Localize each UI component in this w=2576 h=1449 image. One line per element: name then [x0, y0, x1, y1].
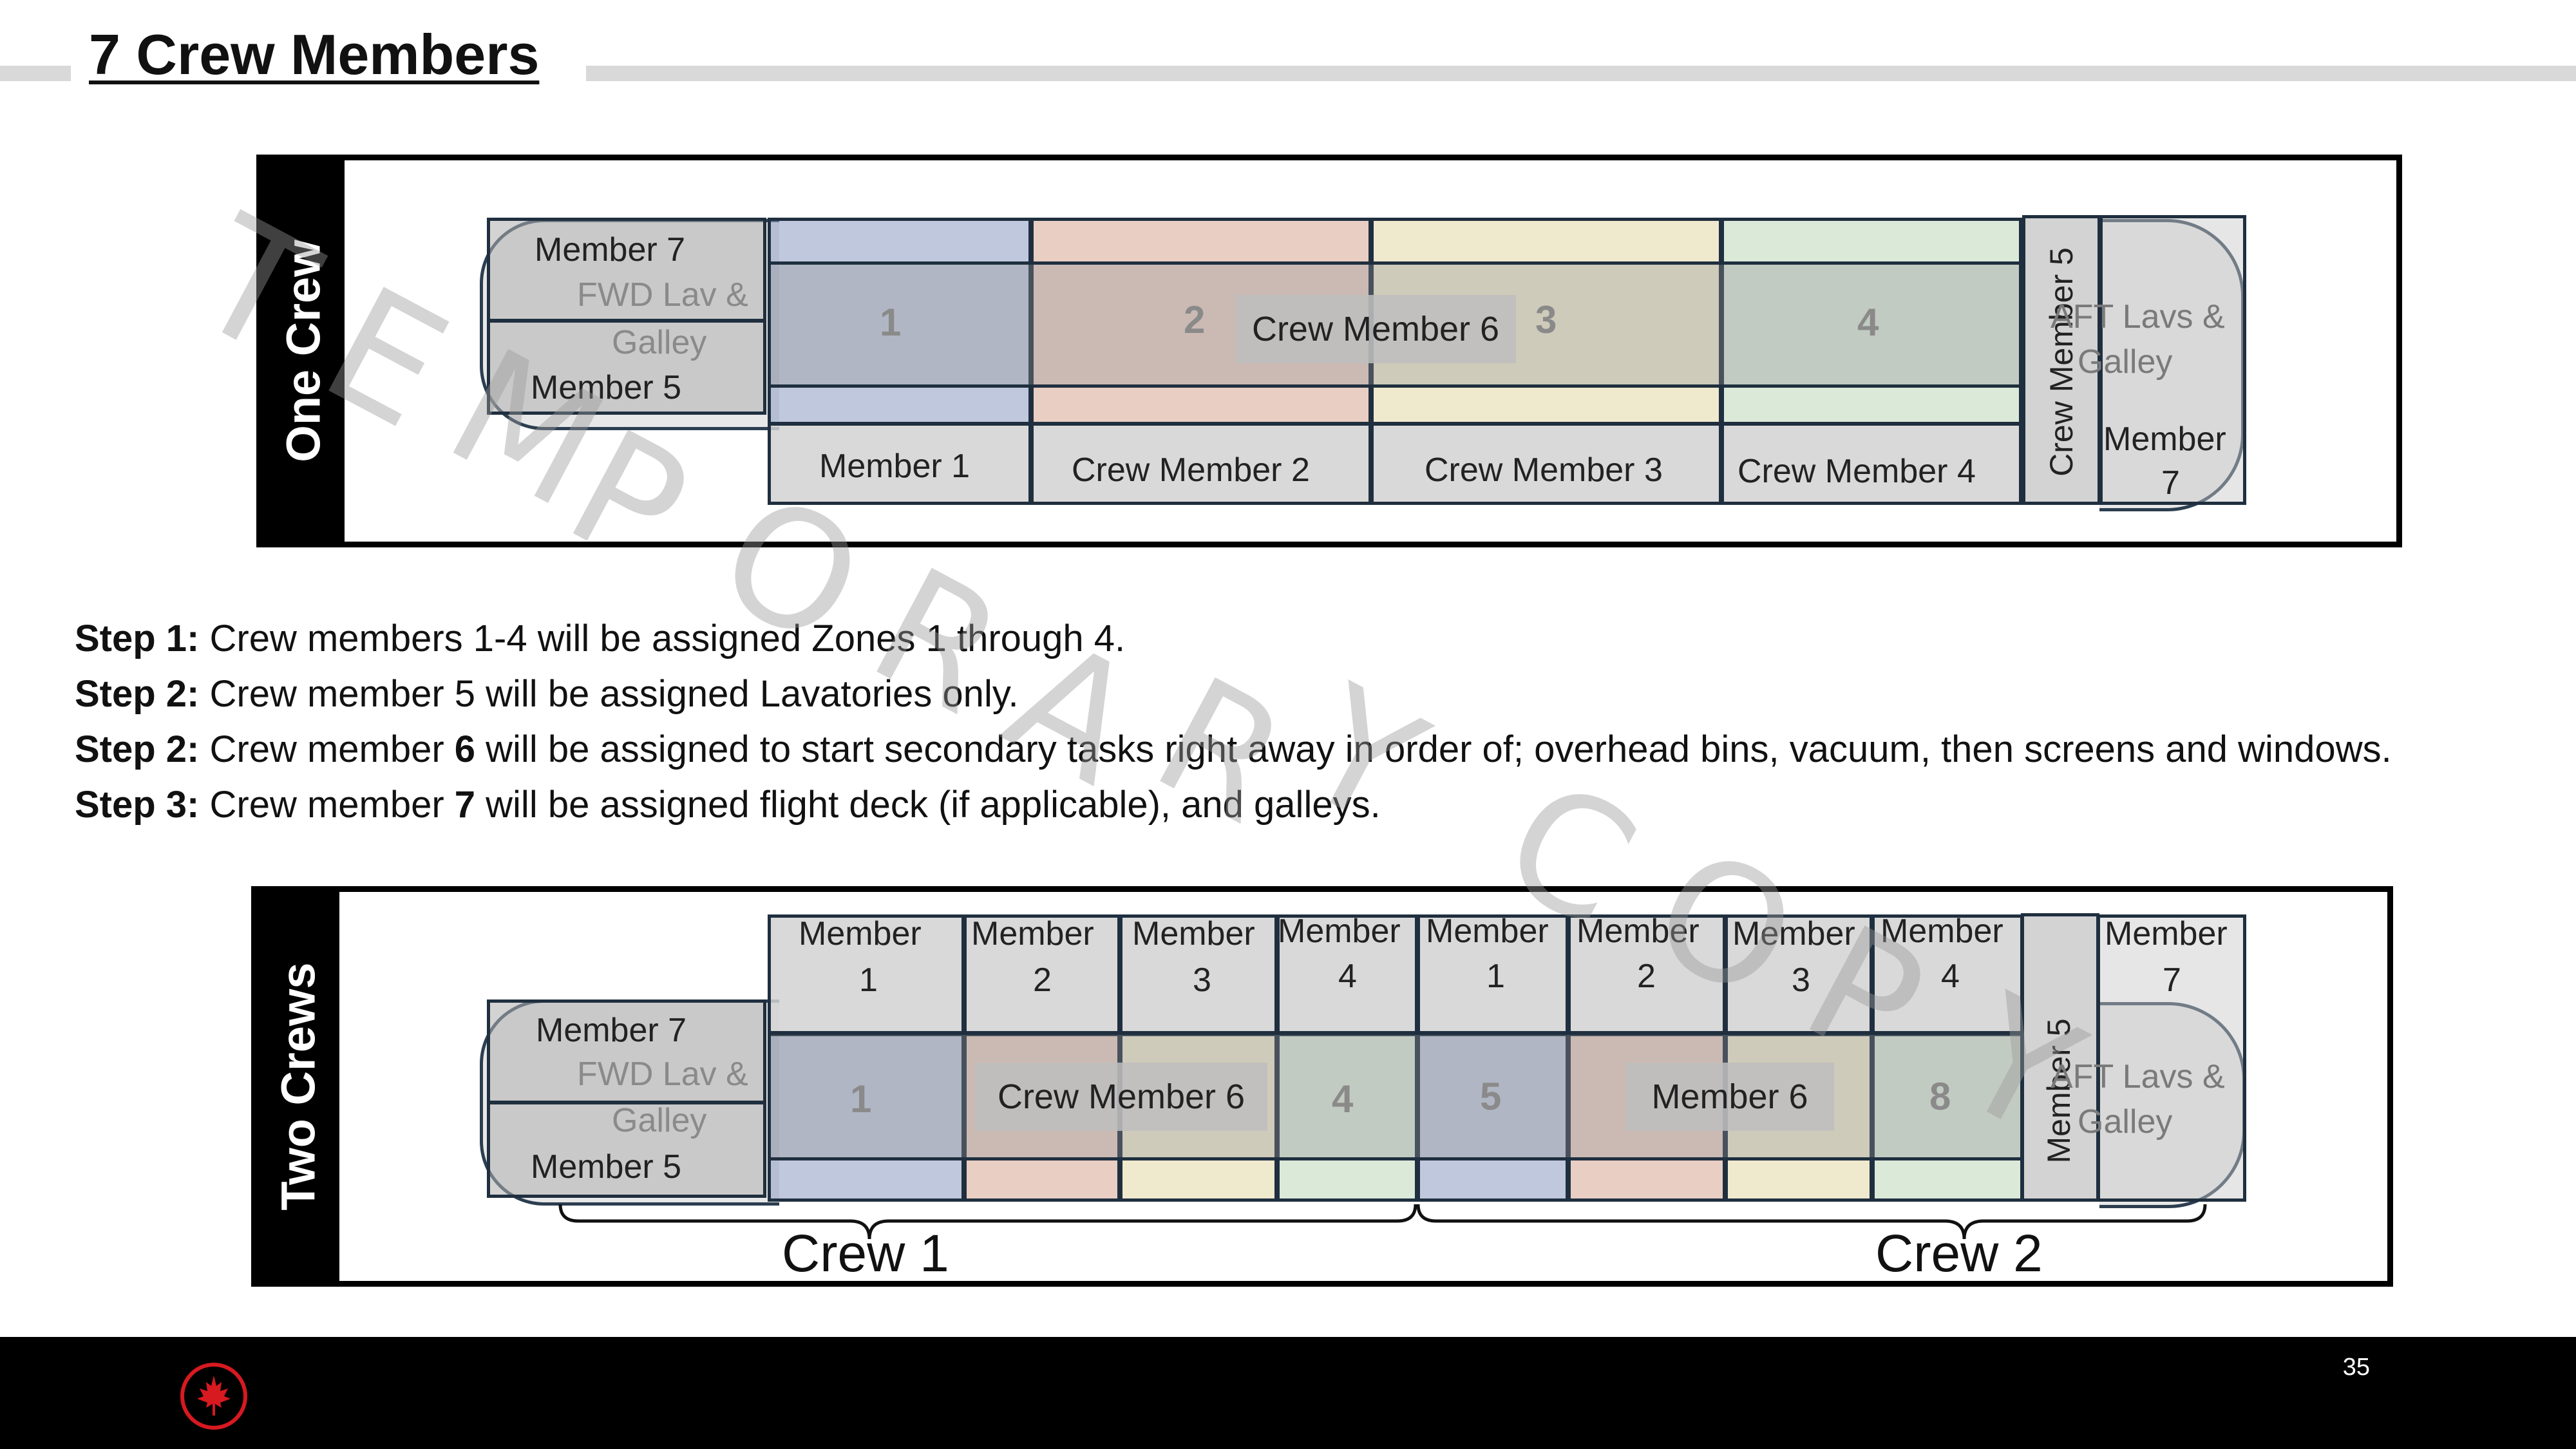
- step-2b-text-b: will be assigned to start secondary task…: [475, 728, 2392, 770]
- two-crews-crew1-member-plate: Crew Member 6: [975, 1063, 1267, 1131]
- two-crews-zone-8-cell: [1871, 1033, 2023, 1202]
- step-2b-text-a: Crew member: [199, 728, 455, 770]
- two-crews-fwd-member-bottom: Member 5: [531, 1148, 682, 1186]
- two-crews-top-member-7-a: Member: [1732, 915, 1855, 952]
- one-crew-aft-cell: [2099, 215, 2246, 505]
- step-1-prefix: Step 1:: [75, 618, 200, 659]
- step-3: Step 3: Crew member 7 will be assigned f…: [75, 783, 1381, 826]
- one-crew-member-1: Member 1: [819, 448, 971, 485]
- two-crews-top-member-1-a: Member: [799, 915, 922, 952]
- two-crews-fwd-member-top: Member 7: [536, 1012, 687, 1049]
- two-crews-top-member-3-a: Member: [1132, 915, 1255, 952]
- two-crews-aft-lav: AFT Lavs &: [2050, 1058, 2225, 1095]
- maple-leaf-icon: [197, 1376, 231, 1416]
- one-crew-side-bar: One Crew: [262, 160, 345, 542]
- crew-2-label: Crew 2: [1875, 1224, 2043, 1283]
- step-1-text: Crew members 1-4 will be assigned Zones …: [199, 618, 1126, 659]
- one-crew-member-4-cell: [1721, 422, 2022, 505]
- one-crew-aft-member-b: 7: [2161, 464, 2180, 502]
- title-rule-right: [586, 66, 2576, 81]
- step-2-prefix: Step 2:: [75, 673, 200, 715]
- two-crews-side-bar: Two Crews: [257, 892, 339, 1281]
- one-crew-member-3-cell: [1370, 422, 1722, 505]
- step-3-bold: 7: [454, 784, 476, 826]
- one-crew-fwd-lav: FWD Lav &: [577, 276, 748, 314]
- two-crews-aft-member-b: 7: [2163, 961, 2181, 999]
- two-crews-top-member-2-cell: [963, 914, 1121, 1034]
- step-3-text-b: will be assigned flight deck (if applica…: [475, 784, 1381, 826]
- two-crews-plane-tail: [2099, 1002, 2246, 1208]
- two-crews-top-member-4-a: Member: [1278, 913, 1401, 950]
- two-crews-aft-member-cell: [2097, 914, 2246, 1202]
- two-crews-top-member-5-a: Member: [1426, 913, 1549, 950]
- one-crew-aft-lav: AFT Lavs &: [2050, 298, 2225, 336]
- one-crew-aft-vertical-label: Crew Member 5: [2043, 247, 2079, 477]
- one-crew-plane-tail: [2099, 219, 2244, 511]
- two-crews-top-member-1-b: 1: [859, 961, 878, 999]
- two-crews-zone-5-cell: [1417, 1033, 1569, 1202]
- one-crew-aft-member-a: Member: [2103, 421, 2226, 458]
- one-crew-center-member-plate: Crew Member 6: [1235, 295, 1516, 363]
- one-crew-aft-vertical-cell: [2022, 215, 2101, 505]
- one-crew-fwd-bottom-cell: [487, 319, 766, 415]
- crew-1-label: Crew 1: [782, 1224, 949, 1283]
- step-2: Step 2: Crew member 5 will be assigned L…: [75, 672, 1019, 715]
- one-crew-member-3: Crew Member 3: [1425, 451, 1663, 489]
- two-crews-top-member-4-cell: [1276, 914, 1418, 1034]
- two-crews-fwd-bottom-cell: [487, 1101, 766, 1198]
- crew1-brace: [558, 1204, 1417, 1240]
- two-crews-aft-member-a: Member: [2105, 915, 2228, 952]
- two-crews-top-member-2-a: Member: [971, 915, 1094, 952]
- two-crews-top-member-2-b: 2: [1033, 961, 1052, 999]
- crew-braces: [558, 1204, 2207, 1240]
- two-crews-zone-8: 8: [1929, 1075, 1951, 1118]
- one-crew-fwd-member-top: Member 7: [535, 231, 686, 269]
- one-crew-member-2: Crew Member 2: [1072, 451, 1310, 489]
- two-crews-fwd-lav: FWD Lav &: [577, 1056, 748, 1093]
- one-crew-member-2-cell: [1030, 422, 1372, 505]
- crew2-brace: [1416, 1204, 2207, 1240]
- step-2b-bold: 6: [454, 728, 476, 770]
- one-crew-aft-galley: Galley: [2078, 343, 2173, 381]
- one-crew-fwd-top-cell: [487, 218, 766, 322]
- one-crew-zone-1-cell: [768, 218, 1032, 425]
- one-crew-zone-2: 2: [1184, 298, 1206, 341]
- two-crews-side-label: Two Crews: [271, 962, 325, 1211]
- two-crews-crew2-member-plate: Member 6: [1625, 1063, 1834, 1131]
- step-2b-prefix: Step 2:: [75, 728, 200, 770]
- two-crews-zone-4: 4: [1332, 1077, 1354, 1121]
- one-crew-member-1-cell: [768, 422, 1032, 505]
- two-crews-top-member-8-a: Member: [1880, 913, 2003, 950]
- one-crew-zone-4: 4: [1857, 301, 1879, 344]
- one-crew-fwd-member-bottom: Member 5: [531, 369, 682, 406]
- two-crews-top-member-5-b: 1: [1486, 958, 1505, 995]
- step-2b: Step 2: Crew member 6 will be assigned t…: [75, 728, 2392, 771]
- one-crew-fwd-galley: Galley: [612, 324, 707, 361]
- two-crews-top-member-8-b: 4: [1941, 958, 1960, 995]
- title-rule-left: [0, 66, 71, 81]
- step-3-text-a: Crew member: [199, 784, 455, 826]
- two-crews-zone-4-cell: [1276, 1033, 1418, 1202]
- two-crews-top-member-4-b: 4: [1338, 958, 1357, 995]
- maple-leaf-logo-icon: [180, 1363, 247, 1430]
- step-3-prefix: Step 3:: [75, 784, 200, 826]
- page-number: 35: [2342, 1354, 2370, 1381]
- two-crews-zone-5: 5: [1480, 1075, 1502, 1118]
- one-crew-zone-1: 1: [880, 301, 902, 344]
- two-crews-zone-1: 1: [850, 1077, 872, 1121]
- two-crews-fwd-galley: Galley: [612, 1102, 707, 1139]
- two-crews-top-member-7-b: 3: [1792, 961, 1810, 999]
- two-crews-top-member-6-b: 2: [1637, 958, 1656, 995]
- two-crews-top-member-3-b: 3: [1193, 961, 1211, 999]
- one-crew-zone-3: 3: [1535, 298, 1557, 341]
- two-crews-aft-galley: Galley: [2078, 1103, 2173, 1141]
- two-crews-top-member-6-a: Member: [1577, 913, 1700, 950]
- footer-bar: 35: [0, 1337, 2576, 1449]
- page-title: 7 Crew Members: [89, 23, 540, 86]
- one-crew-member-4: Crew Member 4: [1738, 453, 1976, 490]
- step-1: Step 1: Crew members 1-4 will be assigne…: [75, 617, 1125, 660]
- step-2-text: Crew member 5 will be assigned Lavatorie…: [199, 673, 1019, 715]
